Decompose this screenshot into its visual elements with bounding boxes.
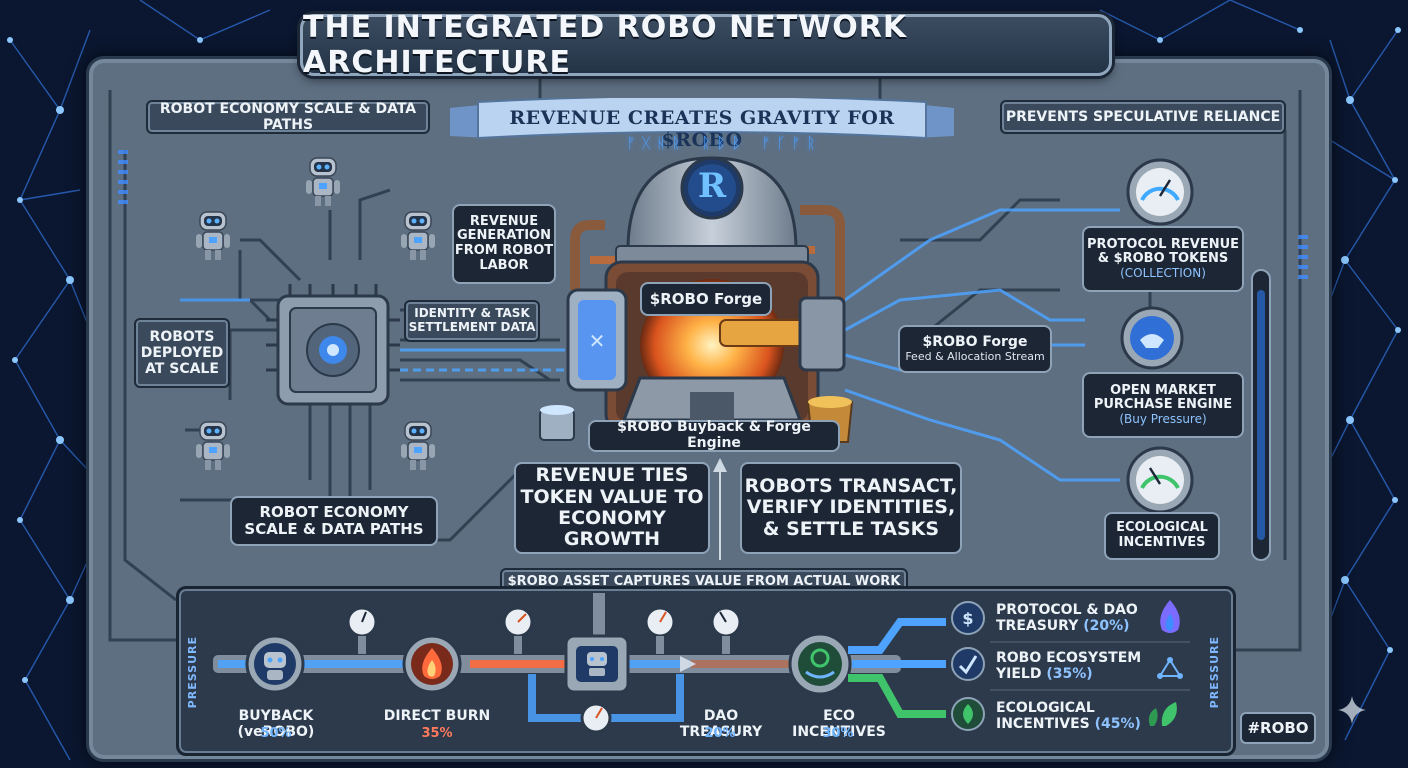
robots-deployed-label: ROBOTS DEPLOYED AT SCALE <box>134 318 230 388</box>
revenue-ties-box: REVENUE TIES TOKEN VALUE TO ECONOMY GROW… <box>514 462 710 554</box>
robots-transact-box: ROBOTS TRANSACT, VERIFY IDENTITIES, & SE… <box>740 462 962 554</box>
hashtag-badge: #ROBO <box>1240 712 1316 744</box>
svg-text:✕: ✕ <box>589 329 606 353</box>
rune-inscription: ᚠᚷᚺᚱ ᚱᛒᛒ ᚠᚴᚠᚱ <box>626 134 822 152</box>
robot-economy-box: ROBOT ECONOMY SCALE & DATA PATHS <box>230 496 438 546</box>
protocol-revenue-box: PROTOCOL REVENUE & $ROBO TOKENS (COLLECT… <box>1082 226 1244 292</box>
feed-allocation-box: $ROBO Forge Feed & Allocation Stream <box>898 325 1052 373</box>
flow-pct-dao: 20% <box>704 726 736 741</box>
allocation-ecosystem-yield: ROBO ECOSYSTEM YIELD (35%) <box>996 650 1142 683</box>
forge-logo: R <box>697 166 727 206</box>
right-header: PREVENTS SPECULATIVE RELIANCE <box>1000 100 1286 134</box>
revenue-generation-label: REVENUE GENERATION FROM ROBOT LABOR <box>452 204 556 284</box>
title-plate: THE INTEGRATED ROBO NETWORK ARCHITECTURE <box>300 10 1112 80</box>
ribbon-text: REVENUE CREATES GRAVITY FOR $ROBO <box>509 107 895 151</box>
flow-pct-buyback: 50% <box>260 726 292 741</box>
allocation-ecological-incentives: ECOLOGICAL INCENTIVES (45%) <box>996 700 1141 733</box>
forge-engine-label: $ROBO Buyback & Forge Engine <box>588 419 840 452</box>
ecological-incentives-box: ECOLOGICAL INCENTIVES <box>1104 512 1220 560</box>
open-market-box: OPEN MARKET PURCHASE ENGINE (Buy Pressur… <box>1082 372 1244 438</box>
flow-pct-eco: 30% <box>822 726 854 741</box>
flow-label-dao: DAO TREASURY <box>679 708 763 740</box>
left-header: ROBOT ECONOMY SCALE & DATA PATHS <box>146 100 430 134</box>
flow-label-eco: ECO INCENTIVES <box>792 708 886 740</box>
identity-task-label: IDENTITY & TASK SETTLEMENT DATA <box>404 300 540 342</box>
ribbon-banner <box>450 98 954 140</box>
forge-title-label: $ROBO Forge <box>640 282 772 316</box>
flow-pct-burn: 35% <box>421 726 453 741</box>
flow-label-burn: DIRECT BURN <box>383 708 491 724</box>
flow-label-buyback: BUYBACK (veROBO) <box>237 708 315 740</box>
allocation-protocol-dao: PROTOCOL & DAO TREASURY (20%) <box>996 602 1138 635</box>
svg-text:$: $ <box>962 609 973 628</box>
page-title: THE INTEGRATED ROBO NETWORK ARCHITECTURE <box>303 10 908 80</box>
